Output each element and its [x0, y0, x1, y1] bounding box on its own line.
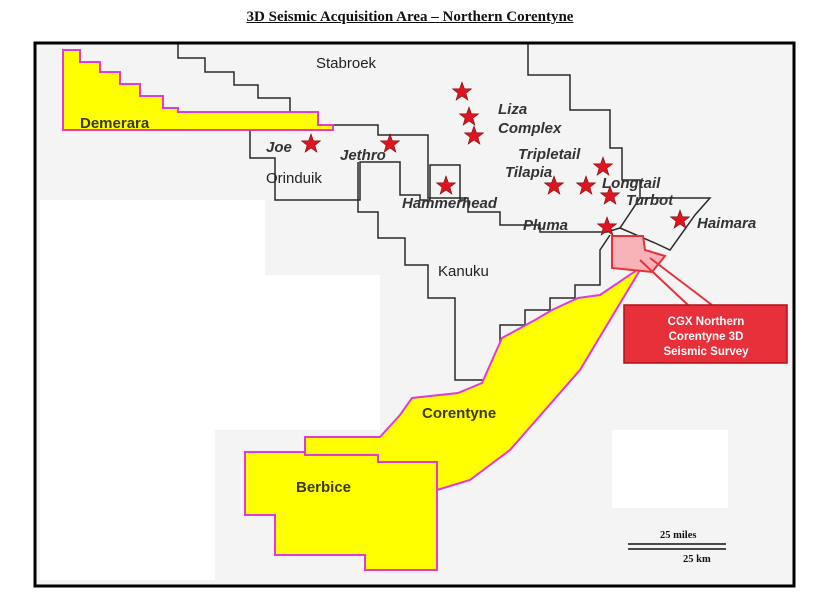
- east-block-outline: [619, 197, 712, 251]
- callout-line-3: Seismic Survey: [663, 346, 749, 358]
- callout-line-2: Corentyne 3D: [669, 331, 744, 343]
- label-liza: Liza: [498, 101, 527, 118]
- star-jethro: [379, 133, 401, 153]
- scale-miles-label: 25 miles: [660, 530, 696, 541]
- callout-line-1: CGX Northern: [668, 316, 745, 328]
- scale-km-label: 25 km: [683, 554, 711, 565]
- callout-leader-2: [649, 257, 713, 306]
- callout-leader: [639, 259, 689, 306]
- star-hammerhead: [435, 175, 457, 195]
- map-title: 3D Seismic Acquisition Area – Northern C…: [246, 9, 574, 25]
- label-kanuku: Kanuku: [438, 263, 489, 280]
- star-joe: [300, 133, 322, 153]
- label-tilapia: Tilapia: [505, 164, 552, 181]
- well-stars: [300, 81, 691, 236]
- map-frame: [33, 41, 796, 588]
- star-liza-2: [458, 106, 480, 126]
- demerara-block: [62, 49, 334, 131]
- star-liza-3: [463, 125, 485, 145]
- star-tripletail: [592, 156, 614, 176]
- label-pluma: Pluma: [523, 217, 568, 234]
- label-liza-complex: Complex: [498, 120, 562, 137]
- orinduik-outline: [249, 128, 465, 201]
- star-liza-1: [451, 81, 473, 101]
- star-pluma: [596, 216, 618, 236]
- star-haimara: [669, 209, 691, 229]
- label-corentyne: Corentyne: [422, 405, 496, 422]
- scale-bar: 25 miles 25 km: [628, 530, 726, 565]
- survey-area: [611, 235, 667, 274]
- land-masses: [40, 200, 728, 580]
- label-orinduik: Orinduik: [266, 170, 322, 187]
- callout-box: [623, 304, 788, 364]
- star-turbot: [599, 185, 621, 205]
- star-tilapia: [543, 175, 565, 195]
- label-longtail: Longtail: [602, 175, 661, 192]
- label-tripletail: Tripletail: [518, 146, 581, 163]
- label-hammerhead: Hammerhead: [402, 195, 498, 212]
- label-turbot: Turbot: [626, 192, 674, 209]
- label-berbice: Berbice: [296, 479, 351, 496]
- berbice-block: [244, 451, 438, 571]
- stabroek-outline: [177, 43, 641, 233]
- star-tilapia-2: [575, 175, 597, 195]
- corentyne-block: [304, 266, 641, 492]
- label-stabroek: Stabroek: [316, 55, 377, 72]
- label-haimara: Haimara: [697, 215, 756, 232]
- label-demerara: Demerara: [80, 115, 150, 132]
- label-jethro: Jethro: [340, 147, 386, 164]
- label-joe: Joe: [266, 139, 292, 156]
